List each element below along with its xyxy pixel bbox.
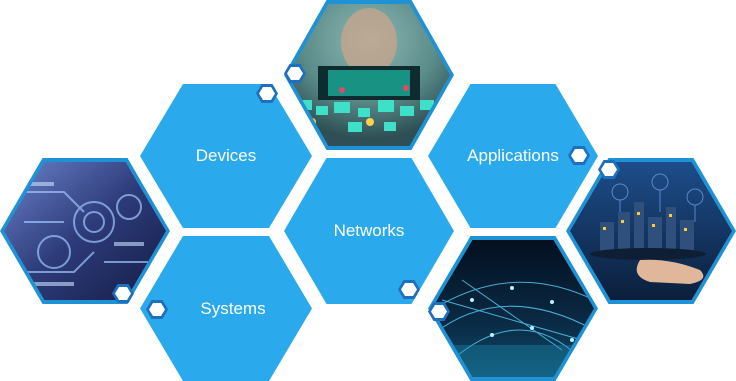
- marker-right-image-hex-icon: [598, 160, 620, 179]
- marker-applications-hex-icon: [568, 146, 590, 165]
- night-network-image: [432, 240, 594, 377]
- devices-label: Devices: [195, 146, 257, 165]
- marker-bottom-image-hex-icon: [428, 302, 450, 321]
- systems-label: Systems: [200, 298, 266, 318]
- smart-city-image: [570, 162, 732, 300]
- applications-label: Applications: [467, 146, 559, 165]
- tech-gears-image: [4, 162, 166, 300]
- hex-devices: Devices: [140, 84, 312, 228]
- marker-systems-hex-icon: [146, 300, 168, 319]
- marker-top-image-hex-icon: [284, 64, 306, 83]
- hex-image-bottom: [428, 236, 598, 381]
- hex-image-left: [0, 158, 170, 304]
- networks-label: Networks: [333, 221, 405, 240]
- hex-image-right: [566, 158, 736, 304]
- hex-networks: Networks: [284, 158, 454, 304]
- marker-devices-hex-icon: [256, 84, 278, 103]
- tablet-apps-image: [288, 4, 450, 146]
- hex-image-top: [284, 0, 454, 150]
- marker-networks-hex-icon: [398, 280, 420, 299]
- marker-left-image-hex-icon: [112, 284, 134, 303]
